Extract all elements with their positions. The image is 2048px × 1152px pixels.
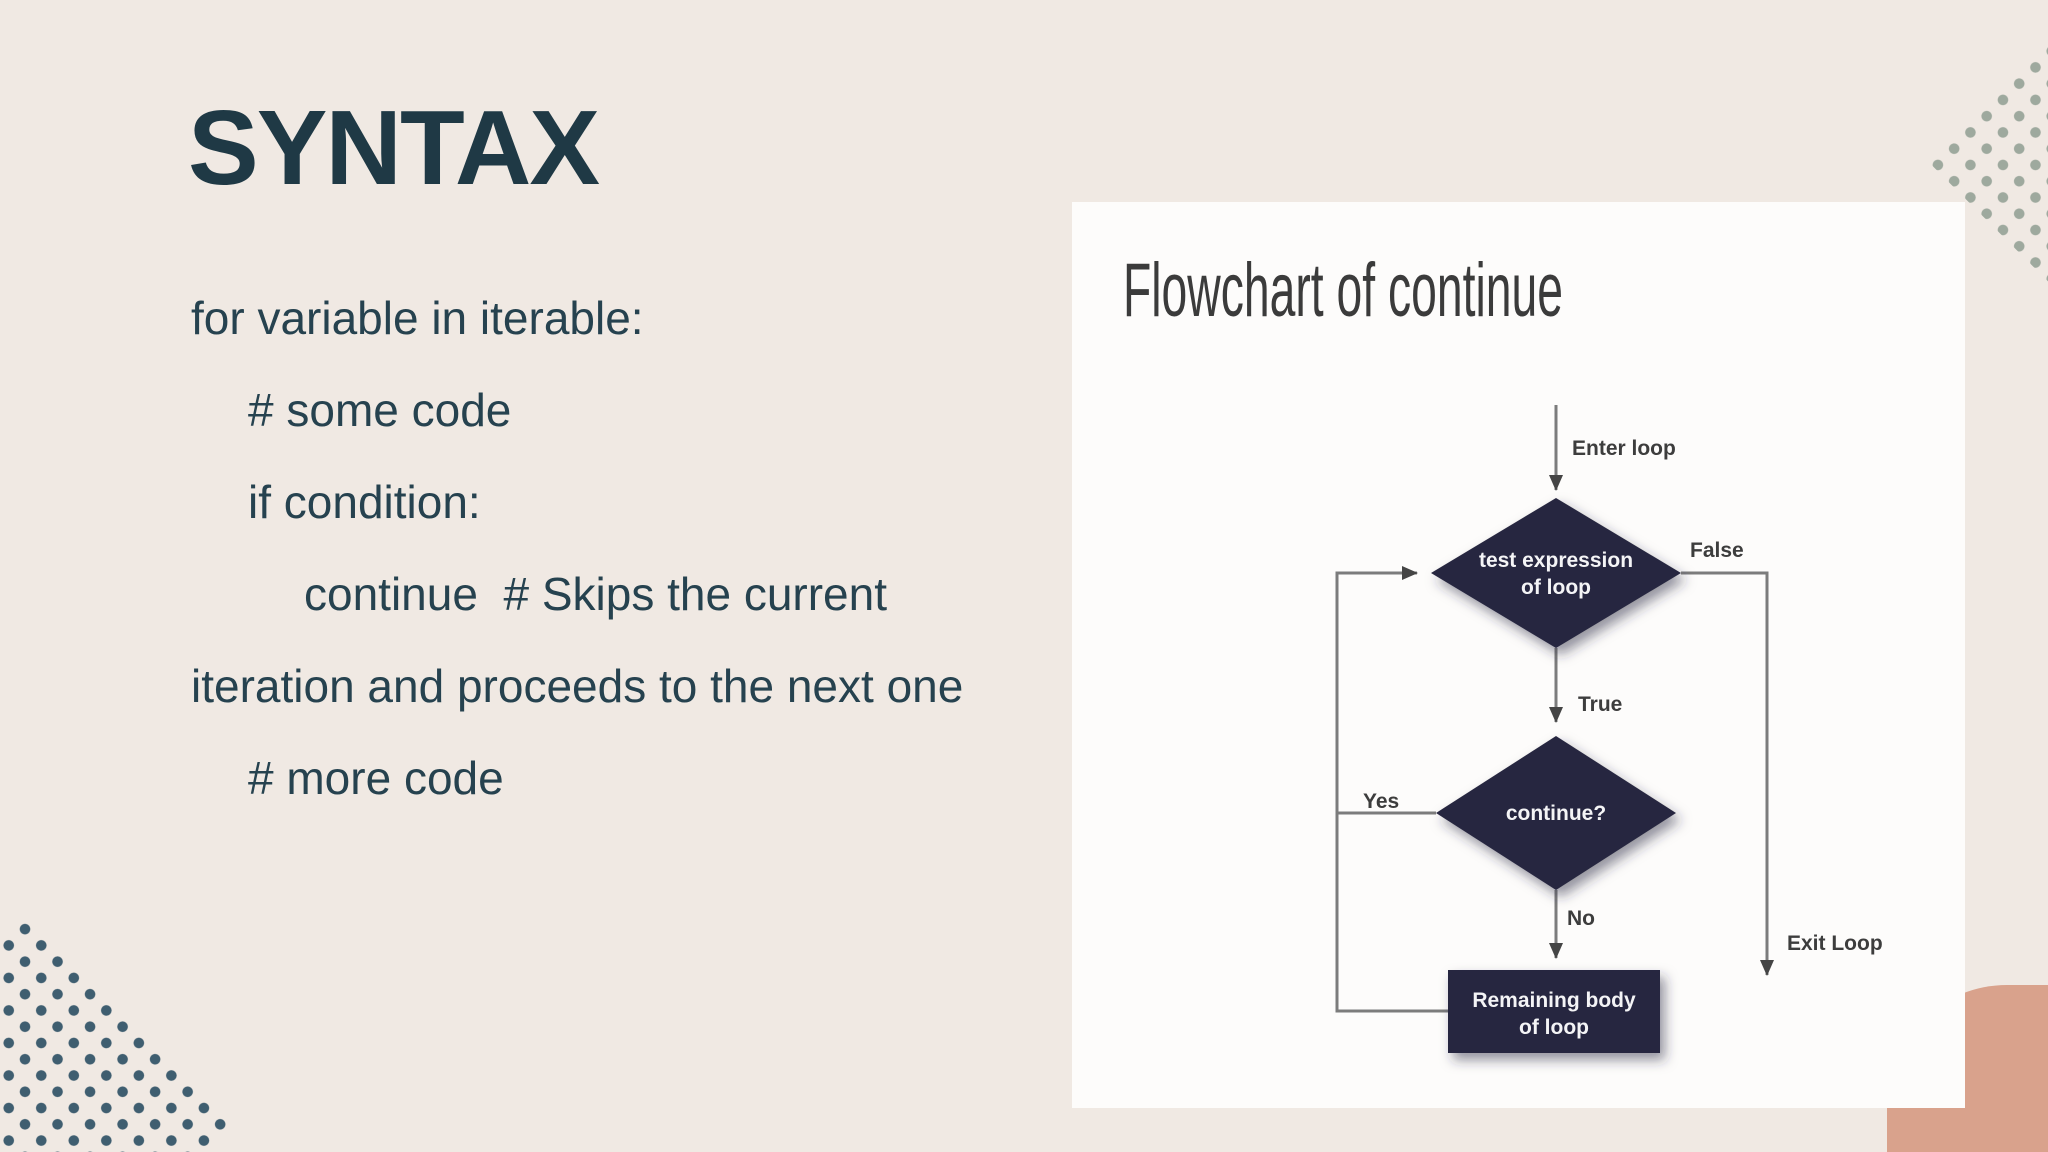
code-line: # more code xyxy=(248,752,504,804)
no-label: No xyxy=(1567,907,1595,930)
code-line: iteration and proceeds to the next one xyxy=(191,660,964,712)
flowchart-title: Flowchart of continue xyxy=(1123,248,1563,333)
code-line: continue # Skips the current xyxy=(304,568,887,620)
code-line: if condition: xyxy=(248,476,481,528)
test-expression-text-line2: of loop xyxy=(1521,576,1591,599)
continue-text: continue? xyxy=(1506,802,1606,825)
false-label: False xyxy=(1690,539,1744,562)
true-label: True xyxy=(1578,693,1622,716)
slide-title: SYNTAX xyxy=(188,89,600,207)
dots-pattern-bottom-left xyxy=(0,912,238,1152)
code-line: for variable in iterable: xyxy=(191,292,644,344)
test-expression-diamond xyxy=(1431,498,1681,648)
remaining-body-text-line1: Remaining body xyxy=(1472,989,1636,1012)
code-line: # some code xyxy=(248,384,512,436)
flowchart-panel: Flowchart of continue test expression of… xyxy=(1072,202,1965,1108)
continue-diamond xyxy=(1436,736,1676,890)
test-expression-text-line1: test expression xyxy=(1479,549,1633,572)
remaining-body-box xyxy=(1448,970,1660,1053)
remaining-body-text-line2: of loop xyxy=(1519,1016,1589,1039)
loop-back-path xyxy=(1335,566,1448,1013)
exit-loop-label: Exit Loop xyxy=(1787,932,1883,955)
flowchart-image: Flowchart of continue test expression of… xyxy=(1123,248,1883,1053)
yes-label: Yes xyxy=(1363,790,1399,813)
code-block: for variable in iterable: # some code if… xyxy=(191,272,1091,824)
enter-loop-label: Enter loop xyxy=(1572,437,1676,460)
false-path xyxy=(1681,571,1774,976)
